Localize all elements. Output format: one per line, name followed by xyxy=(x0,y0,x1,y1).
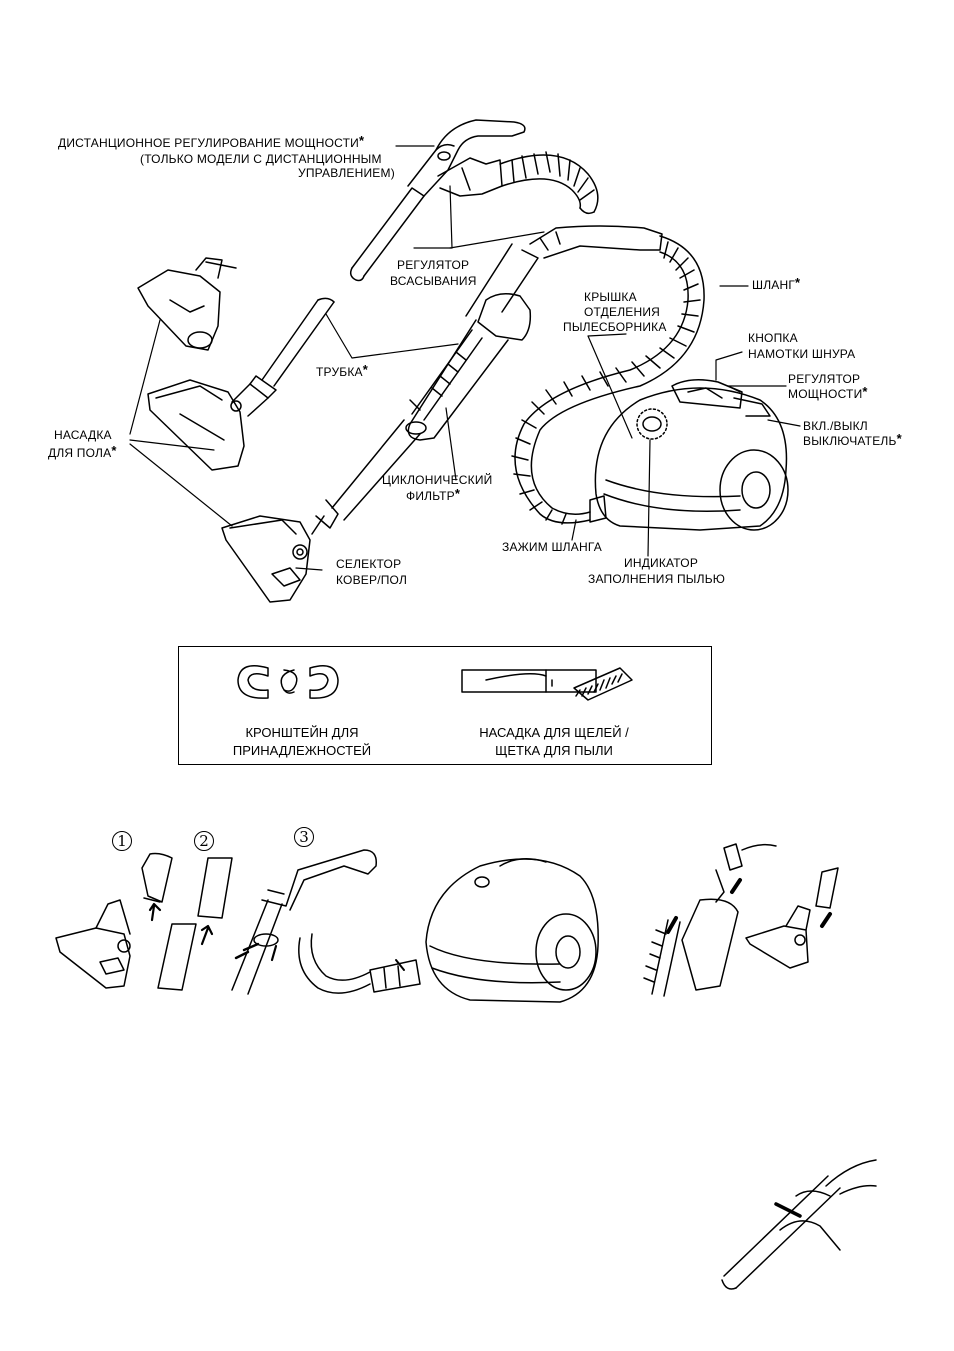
telescopic-tube-hand xyxy=(721,1159,877,1290)
accessories-box xyxy=(178,646,712,765)
step3-illustration xyxy=(231,849,421,995)
leader-lines xyxy=(129,145,801,571)
vacuum-body xyxy=(589,379,789,531)
hose-handle xyxy=(349,119,526,282)
second-tube xyxy=(231,297,335,417)
floor-nozzle-label-1: НАСАДКА xyxy=(54,428,112,442)
crevice-tool-caption-2: ЩЕТКА ДЛЯ ПЫЛИ xyxy=(495,743,613,758)
dust-indicator-label-1: ИНДИКАТОР xyxy=(624,556,699,570)
floor-nozzle-label-2: ДЛЯ ПОЛА* xyxy=(48,443,117,460)
carpet-floor-selector-label-1: СЕЛЕКТОР xyxy=(336,557,402,571)
cyclone-assembly xyxy=(643,843,777,997)
turbo-nozzle xyxy=(137,257,237,351)
upper-hose xyxy=(499,151,599,215)
wand-and-cyclone xyxy=(315,225,663,529)
crevice-tool-icon xyxy=(461,667,633,701)
step1-illustration xyxy=(55,852,173,989)
cord-rewind-label-2: НАМОТКИ ШНУРА xyxy=(748,347,856,361)
crevice-tool-caption-1: НАСАДКА ДЛЯ ЩЕЛЕЙ / xyxy=(479,725,629,740)
cyclone-filter-label-1: ЦИКЛОНИЧЕСКИЙ xyxy=(382,473,493,487)
remote-only-note-2: УПРАВЛЕНИЕМ) xyxy=(298,166,395,180)
small-vacuum-body xyxy=(425,858,599,1003)
power-regulator-label-2: МОЩНОСТИ* xyxy=(788,384,868,401)
small-turbo-nozzle xyxy=(745,867,839,969)
dust-indicator-label-2: ЗАПОЛНЕНИЯ ПЫЛЬЮ xyxy=(588,572,726,586)
step-number-1: 1 xyxy=(112,831,132,851)
remote-only-note-1: (ТОЛЬКО МОДЕЛИ С ДИСТАНЦИОННЫМ xyxy=(140,152,382,166)
step2-illustration xyxy=(157,857,233,991)
carpet-floor-selector-label-2: КОВЕР/ПОЛ xyxy=(336,573,408,587)
step-number-2: 2 xyxy=(194,831,214,851)
dust-cover-label-2: ОТДЕЛЕНИЯ xyxy=(584,305,661,319)
dust-cover-label-1: КРЫШКА xyxy=(584,290,637,304)
onoff-switch-label-2: ВЫКЛЮЧАТЕЛЬ* xyxy=(803,431,902,448)
accessory-bracket-caption-2: ПРИНАДЛЕЖНОСТЕЙ xyxy=(232,743,372,758)
onoff-switch-label-1: ВКЛ./ВЫКЛ xyxy=(803,419,868,433)
power-regulator-label-1: РЕГУЛЯТОР xyxy=(788,372,861,386)
hose-label: ШЛАНГ* xyxy=(752,275,801,292)
cyclone-filter-label-2: ФИЛЬТР* xyxy=(406,486,461,503)
remote-power-label: ДИСТАНЦИОННОЕ РЕГУЛИРОВАНИЕ МОЩНОСТИ* xyxy=(58,133,365,150)
dust-cover-label-3: ПЫЛЕСБОРНИКА xyxy=(563,320,667,334)
accessory-bracket-caption-1: КРОНШТЕЙН ДЛЯ xyxy=(245,725,359,740)
floor-nozzle-upper xyxy=(147,379,245,471)
hose-clamp-label: ЗАЖИМ ШЛАНГА xyxy=(502,540,602,554)
suction-regulator-label-2: ВСАСЫВАНИЯ xyxy=(390,274,477,288)
step-number-3: 3 xyxy=(294,827,314,847)
accessory-bracket-icon xyxy=(237,665,339,699)
suction-regulator-label-1: РЕГУЛЯТОР xyxy=(397,258,470,272)
floor-nozzle-main xyxy=(221,515,325,603)
main-hose xyxy=(511,235,705,525)
cord-rewind-label-1: КНОПКА xyxy=(748,331,798,345)
tube-label: ТРУБКА* xyxy=(316,362,369,379)
